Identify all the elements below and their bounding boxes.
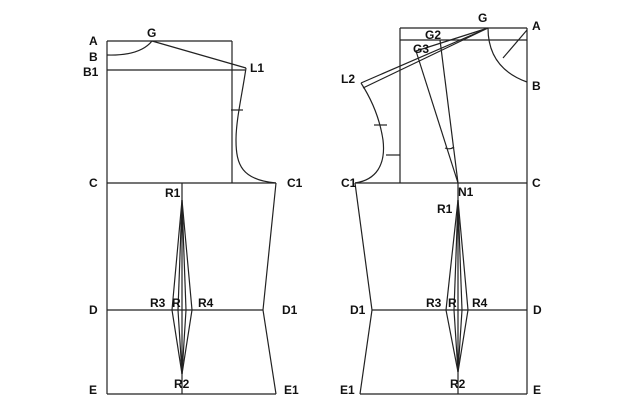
left-label-r2: R2 <box>174 377 190 391</box>
right-dart-lower-right <box>457 309 463 373</box>
left-label-b: B <box>89 50 98 64</box>
right-dart-lower-left <box>453 309 459 373</box>
right-label-r4: R4 <box>472 296 488 310</box>
left-dart-lower-left <box>177 309 183 375</box>
right-label-r: R <box>448 296 457 310</box>
right-label-d1: D1 <box>350 303 366 317</box>
right-label-b: B <box>532 79 541 93</box>
right-label-g3: G3 <box>413 42 429 56</box>
left-label-c: C <box>89 176 98 190</box>
right-label-g: G <box>478 11 487 25</box>
left-side-seam <box>262 182 277 395</box>
left-label-e: E <box>89 383 97 397</box>
right-g2-to-n1 <box>439 39 459 184</box>
left-label-d1: D1 <box>282 303 298 317</box>
left-dart-lower-right <box>181 309 187 375</box>
left-label-a: A <box>89 34 98 48</box>
left-label-e1: E1 <box>284 383 299 397</box>
right-label-r3: R3 <box>426 296 442 310</box>
right-label-a: A <box>532 19 541 33</box>
right-pattern <box>354 27 528 395</box>
right-label-c: C <box>532 176 541 190</box>
right-dart-inner-left <box>453 199 459 311</box>
right-shoulder-line <box>360 27 489 84</box>
left-dart-inner-right <box>181 199 187 311</box>
left-label-b1: B1 <box>83 65 99 79</box>
left-back-neckline <box>106 40 153 56</box>
right-label-r1: R1 <box>437 202 453 216</box>
right-label-e1: E1 <box>340 383 355 397</box>
right-dart-angle-mark <box>444 146 455 150</box>
right-shoulder-line-2 <box>362 27 489 89</box>
right-front-neckline <box>487 27 528 83</box>
left-dart-inner-left <box>177 199 183 311</box>
right-pattern-labels: A G G2 G3 L2 B C1 N1 C R1 D1 R3 R R4 D E… <box>340 11 542 397</box>
right-g-to-g3 <box>415 27 489 52</box>
left-label-r3: R3 <box>150 296 166 310</box>
right-label-l2: L2 <box>341 72 355 86</box>
right-neck-diagonal <box>502 29 528 59</box>
right-label-r2: R2 <box>450 377 466 391</box>
right-label-e: E <box>533 383 541 397</box>
left-label-d: D <box>89 303 98 317</box>
left-pattern <box>106 40 277 395</box>
left-label-g: G <box>147 26 156 40</box>
right-dart-inner-right <box>457 199 463 311</box>
left-label-c1: C1 <box>287 176 303 190</box>
right-label-n1: N1 <box>458 185 474 199</box>
left-pattern-labels: A B B1 G L1 C C1 R1 D D1 R3 R R4 E E1 R2 <box>83 26 303 397</box>
left-label-r4: R4 <box>198 296 214 310</box>
right-side-seam <box>354 182 373 395</box>
left-label-r1: R1 <box>165 186 181 200</box>
right-label-d: D <box>533 303 542 317</box>
left-label-l1: L1 <box>250 61 264 75</box>
left-shoulder-line <box>151 40 247 69</box>
right-label-g2: G2 <box>425 28 441 42</box>
right-label-c1: C1 <box>341 176 357 190</box>
left-label-r: R <box>172 296 181 310</box>
right-g3-to-n1 <box>415 50 459 184</box>
left-armhole-curve <box>235 67 277 184</box>
right-armhole-curve <box>354 82 385 184</box>
